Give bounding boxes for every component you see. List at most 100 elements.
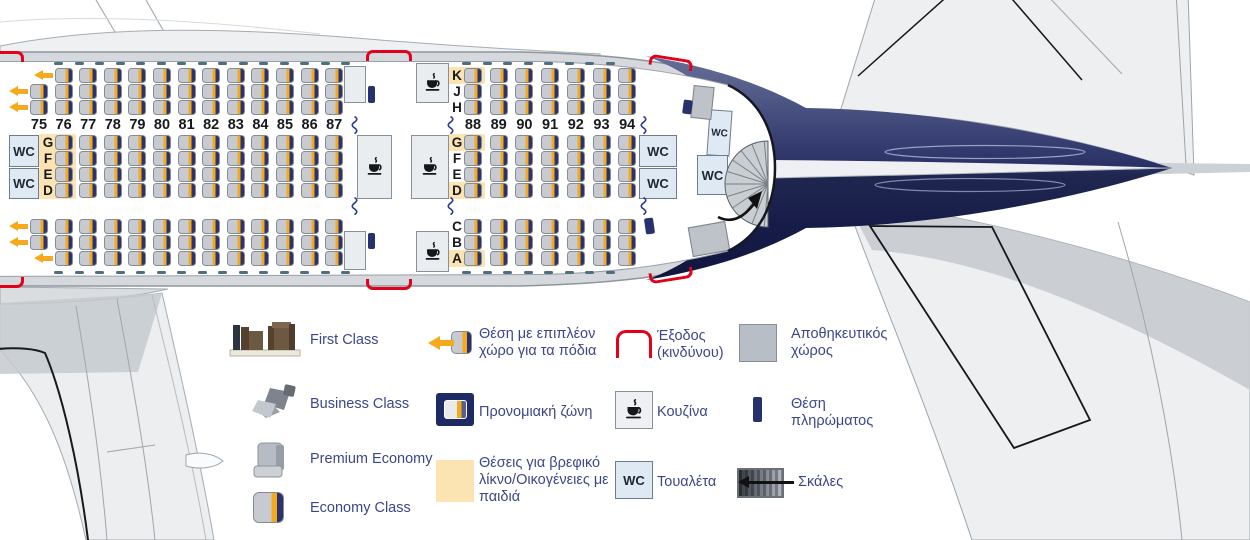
seat-88H [464, 100, 482, 115]
galley-legend-icon [615, 391, 653, 429]
seat-76A [54, 251, 73, 266]
seat-86B [300, 235, 319, 250]
seat-76F [54, 151, 73, 166]
seat-92K [566, 68, 585, 83]
seat-79J [128, 84, 147, 99]
seat-78B [103, 235, 122, 250]
seat-86F [300, 151, 319, 166]
row-letter-F-rows-75-87: F [43, 151, 53, 166]
seat-77E [79, 167, 98, 182]
seat-84K [251, 68, 270, 83]
seat-90G [515, 135, 534, 150]
seat-90E [515, 167, 534, 182]
bin-dash [218, 271, 227, 274]
seat-75H [30, 100, 48, 115]
seat-94H [618, 100, 637, 115]
seat-84A [251, 251, 270, 266]
seat-77D [79, 183, 98, 198]
seat-87D [325, 183, 344, 198]
seat-91G [541, 135, 560, 150]
seat-80J [153, 84, 171, 99]
seat-87K [325, 68, 344, 83]
seat-80K [153, 68, 171, 83]
galley-3 [416, 231, 449, 272]
seat-91F [541, 151, 560, 166]
bin-dash [279, 62, 289, 65]
bin-dash [74, 62, 84, 65]
bassinet-zone-icon [436, 460, 474, 502]
seat-77H [79, 100, 98, 115]
bin-dash [320, 271, 330, 274]
seat-90D [515, 183, 534, 198]
seat-88A [464, 251, 482, 266]
coffee-cup-icon [367, 156, 382, 175]
seat-84B [251, 235, 270, 250]
seat-86H [300, 100, 319, 115]
bin-dash [74, 271, 84, 274]
row-letter-G-rows-75-87: G [42, 135, 54, 150]
seat-86A [300, 251, 319, 266]
seat-83A [226, 251, 245, 266]
seat-91H [541, 100, 560, 115]
row-letter-J-rows-88-94: J [453, 84, 461, 99]
seat-81G [177, 135, 196, 150]
bin-dash [300, 271, 309, 274]
row-letter-C-rows-88-94: C [452, 219, 462, 234]
extra-legroom-arrow-76K [33, 70, 54, 81]
seat-80B [153, 235, 171, 250]
seat-90F [515, 151, 534, 166]
seat-78G [103, 135, 122, 150]
seat-85H [276, 100, 294, 115]
seat-92G [566, 135, 585, 150]
crew-seat-marker-1 [368, 233, 375, 249]
row-number-90: 90 [516, 117, 533, 133]
zone-break-icon-00 [350, 115, 359, 135]
seat-88D [464, 183, 482, 198]
seat-89H [489, 100, 508, 115]
seat-86K [300, 68, 319, 83]
seat-83F [226, 151, 245, 166]
bin-dash [523, 271, 533, 274]
seat-82H [202, 100, 221, 115]
seat-93E [592, 167, 611, 182]
seat-82D [202, 183, 221, 198]
zone-break-icon-20 [639, 115, 648, 135]
row-letter-D-rows-75-87: D [43, 183, 53, 198]
seat-89E [489, 167, 508, 182]
seat-94A [618, 251, 637, 266]
seat-86E [300, 167, 319, 182]
seat-94G [618, 135, 637, 150]
row-letter-E-rows-88-94: E [452, 167, 462, 182]
seat-78J [103, 84, 122, 99]
seat-90J [515, 84, 534, 99]
seat-83D [226, 183, 245, 198]
business-class-icon [252, 384, 296, 418]
seat-93A [592, 251, 611, 266]
seat-82B [202, 235, 221, 250]
seat-82E [202, 167, 221, 182]
seat-84C [251, 219, 270, 234]
seat-91D [541, 183, 560, 198]
lavatory-2: WC [639, 135, 677, 167]
seat-81B [177, 235, 196, 250]
seat-81D [177, 183, 196, 198]
seat-92B [566, 235, 585, 250]
galley-1 [357, 135, 392, 199]
seat-86G [300, 135, 319, 150]
bin-dash [564, 271, 574, 274]
row-number-89: 89 [490, 117, 507, 133]
seat-82A [202, 251, 221, 266]
seat-84H [251, 100, 270, 115]
bin-dash [218, 62, 227, 65]
seat-84G [251, 135, 270, 150]
tail-centerline-shadow [769, 167, 1171, 179]
seat-86J [300, 84, 319, 99]
row-number-83: 83 [227, 117, 244, 133]
bin-dash [95, 271, 104, 274]
bin-dash [156, 271, 166, 274]
stairs-direction-arrow [717, 200, 758, 222]
seat-94B [618, 235, 637, 250]
bin-dash [564, 62, 574, 65]
seat-83K [226, 68, 245, 83]
bin-dash [523, 62, 533, 65]
